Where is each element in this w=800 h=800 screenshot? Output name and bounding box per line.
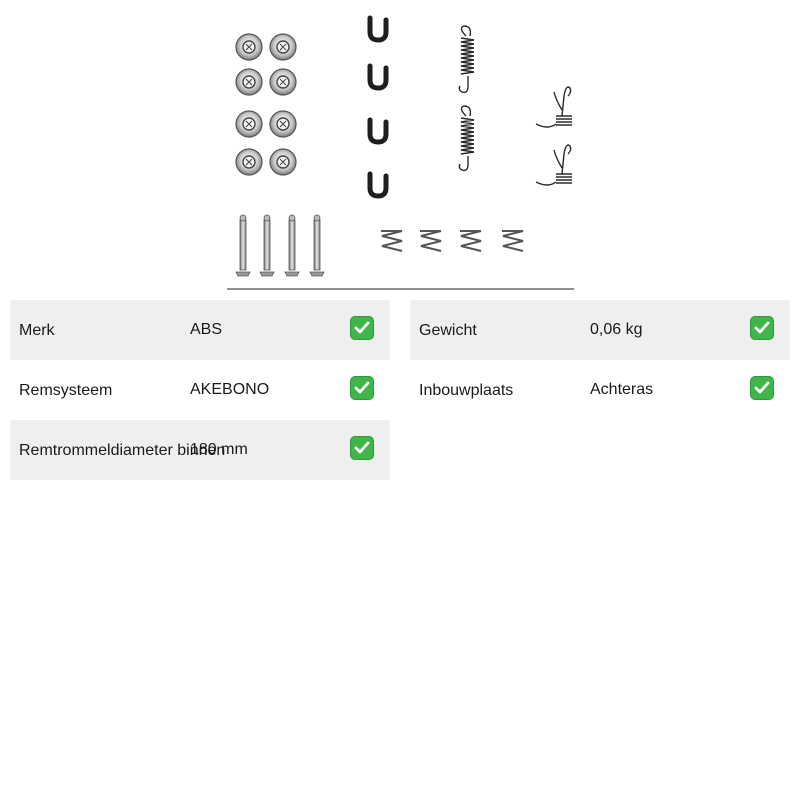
u-clip-icon xyxy=(367,15,389,43)
spec-value: AKEBONO xyxy=(190,381,270,398)
compression-spring-icon xyxy=(420,230,442,252)
hook-spring-icon xyxy=(535,144,572,186)
washer-icon xyxy=(269,33,297,61)
spec-label: Merk xyxy=(19,322,55,339)
specs-right-column: Gewicht 0,06 kg Inbouwplaats Achteras xyxy=(410,300,790,420)
brake-shoe-accessory-kit-icon xyxy=(227,15,574,290)
clip-group xyxy=(367,15,389,199)
spec-row-remsysteem: Remsysteem AKEBONO xyxy=(10,360,390,420)
spec-label: Inbouwplaats xyxy=(419,382,514,399)
washer-icon xyxy=(269,148,297,176)
spec-value: 0,06 kg xyxy=(590,321,643,338)
washer-group xyxy=(235,33,297,176)
check-mark-icon xyxy=(350,316,374,340)
product-image xyxy=(0,0,800,295)
tension-spring-icon xyxy=(458,105,475,172)
washer-icon xyxy=(235,33,263,61)
u-clip-icon xyxy=(367,117,389,145)
compression-spring-icon xyxy=(460,230,482,252)
hold-down-pin-icon xyxy=(284,214,300,277)
tension-spring-group xyxy=(458,25,475,172)
check-mark-icon xyxy=(350,376,374,400)
hook-spring-icon xyxy=(535,86,572,128)
hold-down-pin-icon xyxy=(259,214,275,277)
spec-row-merk: Merk ABS xyxy=(10,300,390,360)
compression-spring-icon xyxy=(381,230,403,252)
washer-icon xyxy=(235,148,263,176)
spec-value: 180 mm xyxy=(190,441,248,458)
spec-row-inbouwplaats: Inbouwplaats Achteras xyxy=(410,360,790,420)
u-clip-icon xyxy=(367,63,389,91)
spec-value: Achteras xyxy=(590,381,654,398)
spec-row-gewicht: Gewicht 0,06 kg xyxy=(410,300,790,360)
pin-group xyxy=(235,214,325,277)
spec-row-remtrommeldiameter: Remtrommeldiameter binnen 180 mm xyxy=(10,420,390,480)
check-mark-icon xyxy=(350,436,374,460)
hold-down-pin-icon xyxy=(235,214,251,277)
spec-label: Gewicht xyxy=(419,322,477,339)
washer-icon xyxy=(269,110,297,138)
compression-spring-icon xyxy=(502,230,524,252)
spec-label: Remsysteem xyxy=(19,382,113,399)
spec-value: ABS xyxy=(190,321,223,338)
check-mark-icon xyxy=(750,376,774,400)
washer-icon xyxy=(235,110,263,138)
u-clip-icon xyxy=(367,171,389,199)
spec-label: Remtrommeldiameter binnen xyxy=(19,442,226,459)
tension-spring-icon xyxy=(458,25,475,94)
specs-left-column: Merk ABS Remsysteem AKEBONO Remtrommeldi… xyxy=(10,300,390,480)
hook-spring-group xyxy=(535,86,572,186)
check-mark-icon xyxy=(750,316,774,340)
washer-icon xyxy=(235,68,263,96)
hold-down-pin-icon xyxy=(309,214,325,277)
compression-spring-group xyxy=(381,230,524,252)
washer-icon xyxy=(269,68,297,96)
